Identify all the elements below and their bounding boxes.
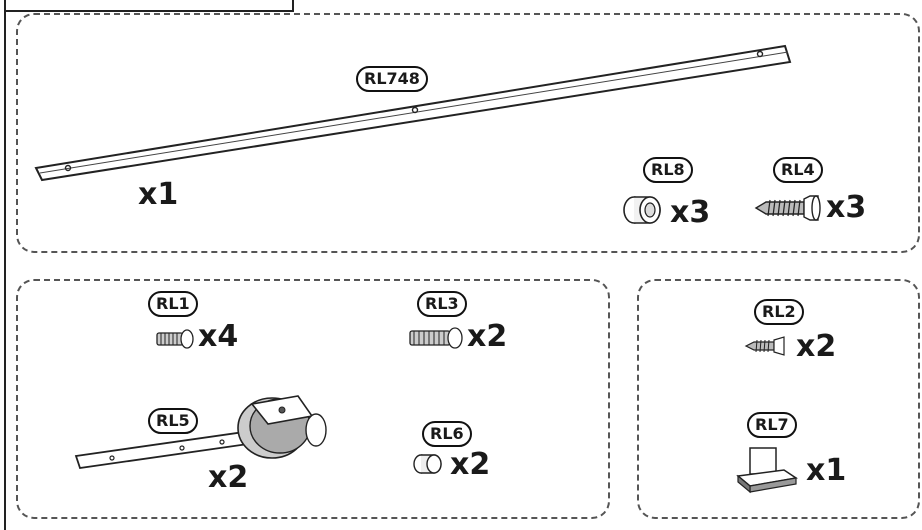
part-qty-rl1: x4 [198, 319, 239, 354]
part-label-rl7: RL7 [747, 412, 797, 438]
part-qty-rl748: x1 [138, 177, 179, 212]
part-label-rl748: RL748 [356, 66, 428, 92]
panel-hardware [16, 279, 610, 519]
small-spacer-icon [413, 454, 442, 474]
small-screw-icon [744, 336, 785, 356]
part-label-rl2: RL2 [754, 299, 804, 325]
panel-brackets [637, 279, 920, 519]
part-qty-rl2: x2 [796, 329, 837, 364]
rail-icon [34, 44, 792, 182]
part-qty-rl8: x3 [670, 195, 711, 230]
part-label-rl3: RL3 [417, 291, 467, 317]
panel-rail [16, 13, 920, 253]
page-border [4, 0, 6, 530]
part-qty-rl7: x1 [806, 453, 847, 488]
part-label-rl6: RL6 [422, 421, 472, 447]
part-label-rl1: RL1 [148, 291, 198, 317]
wood-screw-icon [754, 195, 821, 221]
part-label-rl5: RL5 [148, 408, 198, 434]
roller-hanger-icon [74, 395, 327, 469]
part-label-rl8: RL8 [643, 157, 693, 183]
part-qty-rl6: x2 [450, 447, 491, 482]
short-bolt-icon [156, 329, 194, 349]
spacer-icon [623, 196, 661, 224]
title-box [4, 0, 294, 12]
long-bolt-icon [409, 327, 463, 349]
part-label-rl4: RL4 [773, 157, 823, 183]
part-qty-rl5: x2 [208, 460, 249, 495]
floor-guide-icon [736, 447, 798, 494]
part-qty-rl3: x2 [467, 319, 508, 354]
part-qty-rl4: x3 [826, 190, 867, 225]
